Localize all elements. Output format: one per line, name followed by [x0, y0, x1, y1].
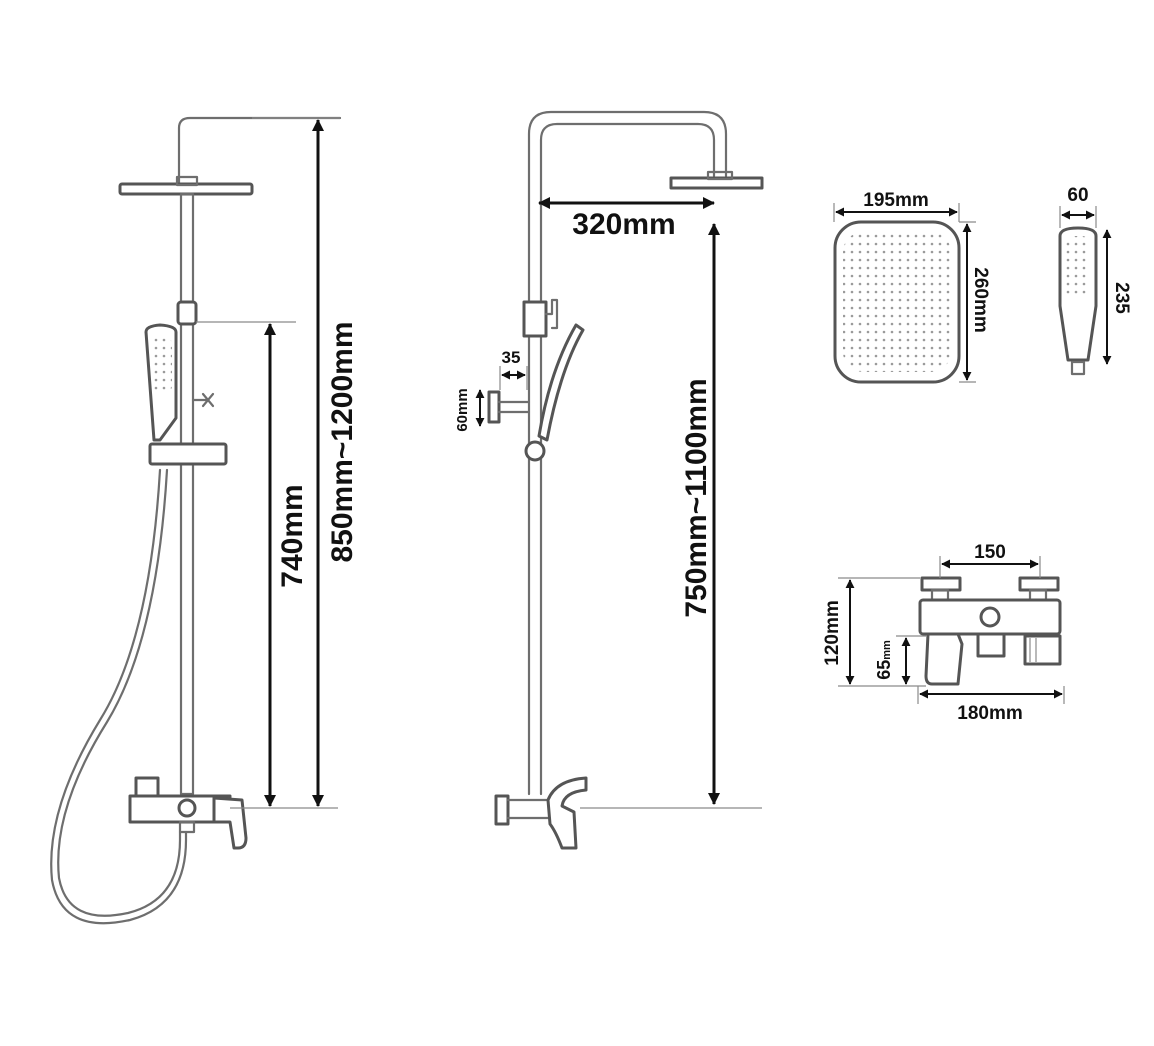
side-wall-mount-arm — [497, 400, 531, 414]
valve-height-label: 120mm — [822, 600, 843, 666]
slide-bar-height-label: 740mm — [276, 484, 309, 587]
valve-center-cap — [979, 606, 1001, 628]
side-riser-and-arm-inner — [539, 122, 716, 796]
side-head-connector — [706, 170, 734, 181]
front-mixer-center — [177, 798, 197, 818]
front-view: 740mm 850mm~1200mm — [50, 116, 359, 925]
side-height-range-label: 750mm~1100mm — [680, 378, 713, 617]
mixer-valve-detail: 150 120mm 65mm 180mm — [822, 542, 1065, 724]
outlet-height-label: 65mm — [874, 640, 894, 680]
side-upper-bracket — [522, 300, 548, 338]
hand-length-label: 235 — [1111, 282, 1132, 314]
side-view: 320mm 750mm~1100mm 35 60mm — [454, 110, 764, 850]
side-wall-mount-plate — [487, 390, 501, 424]
valve-spacing-label: 150 — [974, 542, 1006, 563]
mount-offset-label: 35 — [502, 348, 521, 367]
valve-right-knob — [1018, 576, 1060, 592]
hand-shower-detail: 60 235 — [1058, 185, 1132, 376]
hand-shower-connector — [1070, 360, 1086, 376]
valve-width-label: 180mm — [957, 703, 1023, 724]
side-lower-flange — [494, 794, 510, 826]
valve-left-knob — [920, 576, 962, 592]
head-depth-label: 260mm — [970, 267, 991, 333]
hand-shower-nozzles — [1066, 236, 1090, 298]
valve-outlet-nozzle — [976, 632, 1006, 658]
hand-width-label: 60 — [1067, 185, 1088, 206]
front-hose — [50, 468, 188, 925]
mount-height-label: 60mm — [454, 388, 471, 431]
front-mixer-cap — [134, 776, 160, 798]
overhead-head-detail: 195mm 260mm — [833, 190, 991, 384]
side-hand-shower — [537, 323, 585, 442]
front-diverter-knob — [191, 392, 215, 408]
front-top-pipe — [177, 116, 342, 185]
outlet-height-unit: mm — [881, 640, 893, 660]
valve-lower-spout — [924, 632, 964, 686]
front-slide-holder — [148, 442, 228, 466]
head-width-label: 195mm — [863, 190, 929, 211]
outlet-height-value: 65 — [874, 660, 894, 680]
front-head-connector — [175, 175, 199, 187]
front-hose-inner — [57, 468, 182, 917]
front-hose-connector — [178, 820, 196, 834]
front-height-range-label: 850mm~1200mm — [326, 321, 359, 562]
valve-side-connector — [1023, 634, 1062, 666]
side-slide-knob — [524, 440, 546, 462]
side-riser-and-arm — [527, 110, 728, 796]
side-spout — [546, 776, 588, 850]
head-nozzle-grid — [843, 232, 951, 372]
front-riser-pipe — [179, 192, 195, 796]
front-hand-shower-face — [150, 338, 172, 392]
front-upper-clamp — [176, 300, 198, 326]
arm-length-label: 320mm — [572, 208, 675, 241]
front-mixer-handle — [212, 796, 248, 850]
side-bracket-arm — [544, 298, 559, 330]
